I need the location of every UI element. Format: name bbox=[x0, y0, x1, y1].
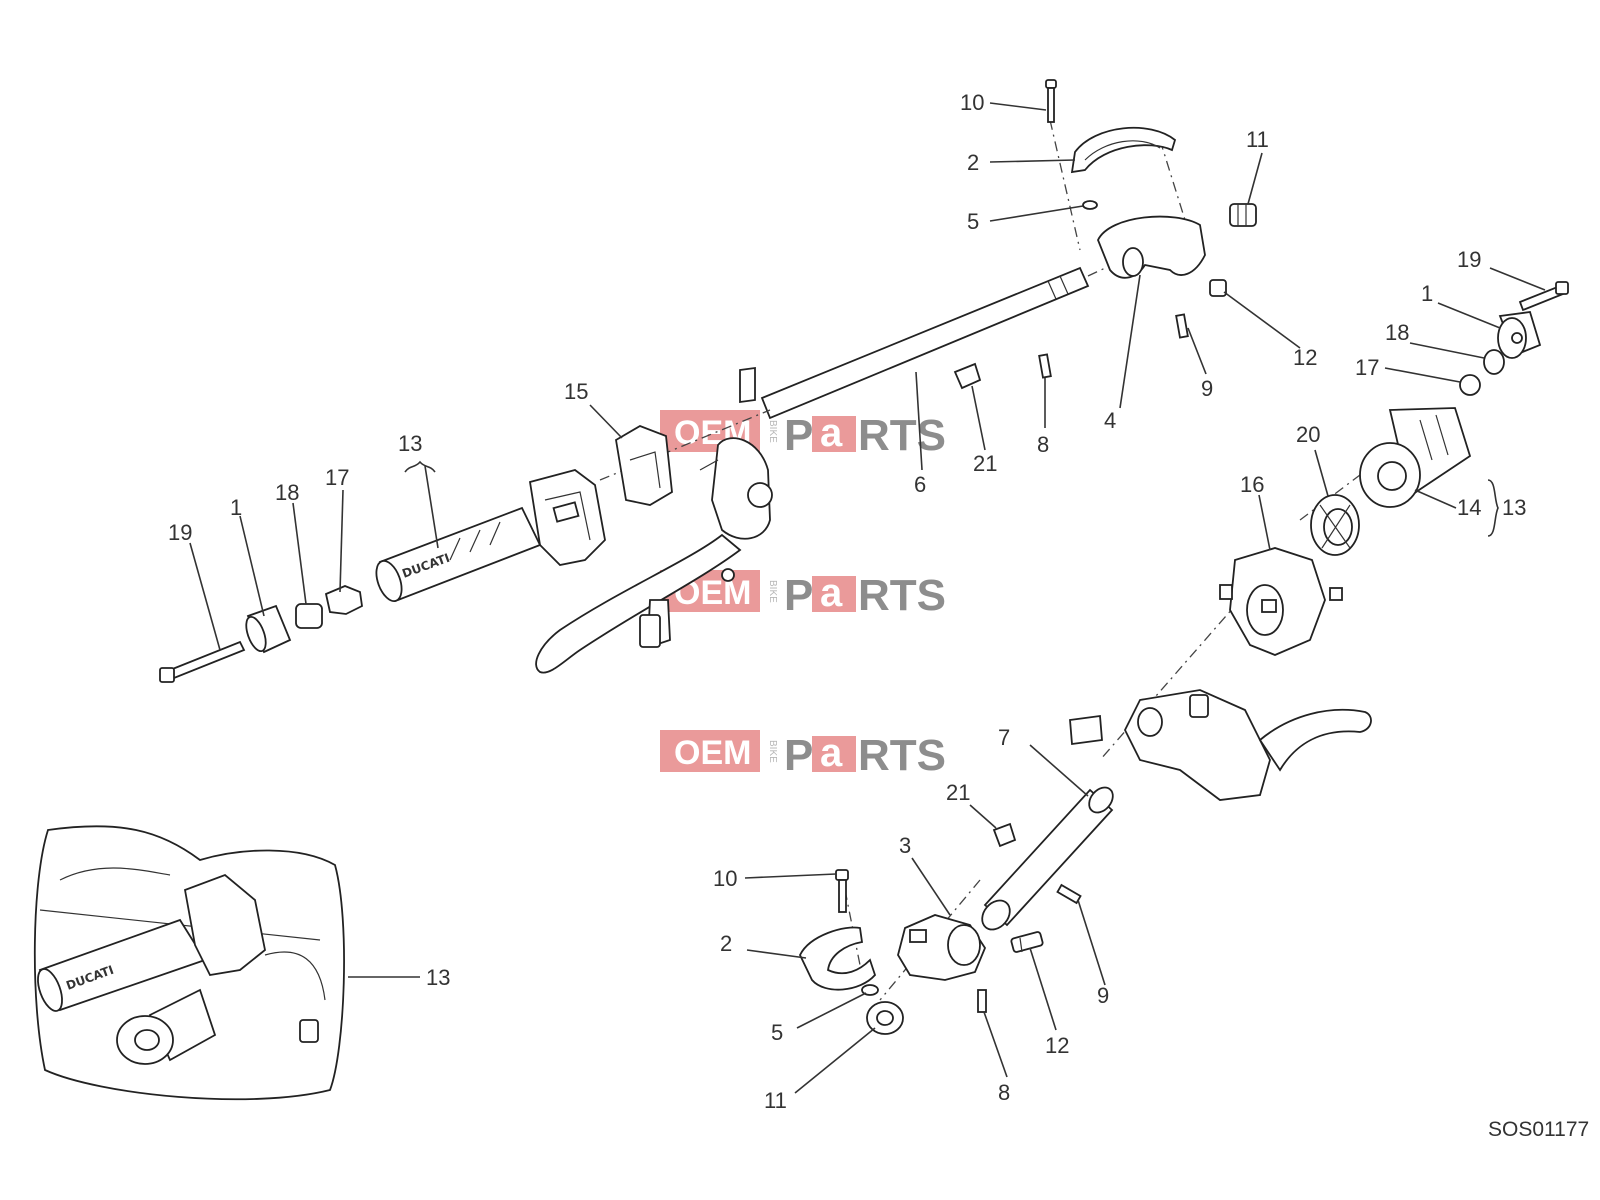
callout-9-lower: 9 bbox=[1097, 983, 1109, 1008]
inset-assembled-view: DUCATI bbox=[33, 825, 345, 1101]
callout-7: 7 bbox=[998, 725, 1010, 750]
svg-text:OEM: OEM bbox=[674, 734, 751, 772]
callout-19-left: 19 bbox=[168, 520, 192, 545]
svg-text:BIKE: BIKE bbox=[767, 420, 778, 443]
left-switchgear-and-grip: DUCATI bbox=[375, 469, 606, 602]
callout-1-right: 1 bbox=[1421, 281, 1433, 306]
cable-guide-15 bbox=[615, 425, 673, 506]
svg-text:RTS: RTS bbox=[858, 731, 946, 780]
callout-14: 14 bbox=[1457, 495, 1481, 520]
svg-text:RTS: RTS bbox=[858, 571, 946, 620]
callout-2-lower: 2 bbox=[720, 931, 732, 956]
clutch-master-cylinder bbox=[535, 366, 773, 674]
callout-18-left: 18 bbox=[275, 480, 299, 505]
callout-labels: 10 2 5 11 12 9 4 8 21 6 15 13 17 18 1 19… bbox=[168, 90, 1526, 1113]
svg-text:P: P bbox=[784, 411, 813, 460]
callout-12-lower: 12 bbox=[1045, 1033, 1069, 1058]
watermark-2: OEM BIKE P a RTS bbox=[660, 570, 946, 620]
callout-20: 20 bbox=[1296, 422, 1320, 447]
callout-6: 6 bbox=[914, 472, 926, 497]
svg-text:P: P bbox=[784, 731, 813, 780]
washer-5-upper bbox=[1082, 200, 1098, 210]
callout-11-upper: 11 bbox=[1246, 127, 1269, 152]
callout-10-lower: 10 bbox=[713, 866, 737, 891]
pin-8-upper bbox=[1038, 353, 1052, 379]
bolt-10-upper bbox=[1045, 79, 1057, 123]
clamp-top-upper bbox=[1070, 127, 1177, 174]
callout-11-lower: 11 bbox=[764, 1088, 787, 1113]
clamp-top-lower bbox=[798, 926, 877, 991]
nut-21-upper bbox=[953, 362, 982, 390]
callout-15: 15 bbox=[564, 379, 588, 404]
svg-text:a: a bbox=[820, 731, 843, 775]
callout-9-upper: 9 bbox=[1201, 376, 1213, 401]
pin-9-lower bbox=[1056, 883, 1082, 905]
callout-3: 3 bbox=[899, 833, 911, 858]
washer-5-lower bbox=[861, 984, 879, 996]
bar-end-parts-right bbox=[1459, 281, 1569, 396]
callout-8-upper: 8 bbox=[1037, 432, 1049, 457]
callout-8-lower: 8 bbox=[998, 1080, 1010, 1105]
bar-end-parts-left bbox=[159, 585, 363, 683]
callout-13-inset: 13 bbox=[426, 965, 450, 990]
callout-16: 16 bbox=[1240, 472, 1264, 497]
callout-13-upper: 13 bbox=[398, 431, 422, 456]
callout-21-lower: 21 bbox=[946, 780, 970, 805]
watermark-3: OEM BIKE P a RTS bbox=[660, 730, 946, 780]
callout-19-right: 19 bbox=[1457, 247, 1481, 272]
callout-12-upper: 12 bbox=[1293, 345, 1317, 370]
grip-14-right bbox=[1359, 407, 1472, 508]
leader-lines bbox=[189, 102, 1546, 1094]
svg-text:P: P bbox=[784, 571, 813, 620]
bolt-10-lower bbox=[835, 869, 849, 913]
clamp-base-4 bbox=[1097, 215, 1206, 279]
callout-4: 4 bbox=[1104, 408, 1116, 433]
svg-text:a: a bbox=[820, 571, 843, 615]
handlebar-tube-lower bbox=[981, 786, 1114, 931]
svg-text:BIKE: BIKE bbox=[767, 740, 778, 763]
pin-8-lower bbox=[977, 989, 987, 1013]
callout-21-upper: 21 bbox=[973, 451, 997, 476]
brake-master-cylinder bbox=[1069, 689, 1372, 801]
right-switchgear-16 bbox=[1219, 547, 1343, 656]
callout-18-right: 18 bbox=[1385, 320, 1409, 345]
callout-17-left: 17 bbox=[325, 465, 349, 490]
plug-11-lower bbox=[866, 1001, 904, 1035]
svg-text:a: a bbox=[820, 411, 843, 455]
plug-11-upper bbox=[1229, 203, 1257, 227]
watermark-1: OEM BIKE P a RTS bbox=[660, 410, 946, 460]
callout-10-upper: 10 bbox=[960, 90, 984, 115]
handlebar-tube-upper bbox=[760, 266, 1090, 420]
callout-1-left: 1 bbox=[230, 495, 242, 520]
callout-17-right: 17 bbox=[1355, 355, 1379, 380]
callout-5-upper: 5 bbox=[967, 209, 979, 234]
throttle-ring-20 bbox=[1310, 494, 1360, 556]
svg-text:BIKE: BIKE bbox=[767, 580, 778, 603]
clamp-3 bbox=[897, 914, 987, 981]
screw-12-lower bbox=[1010, 931, 1044, 953]
pin-9-upper bbox=[1175, 313, 1189, 339]
screw-12-upper bbox=[1209, 279, 1227, 297]
svg-text:RTS: RTS bbox=[858, 411, 946, 460]
callout-5-lower: 5 bbox=[771, 1020, 783, 1045]
callout-13-right: 13 bbox=[1502, 495, 1526, 520]
nut-21-lower bbox=[992, 822, 1017, 848]
diagram-code: SOS01177 bbox=[1488, 1118, 1589, 1141]
callout-2-upper: 2 bbox=[967, 150, 979, 175]
